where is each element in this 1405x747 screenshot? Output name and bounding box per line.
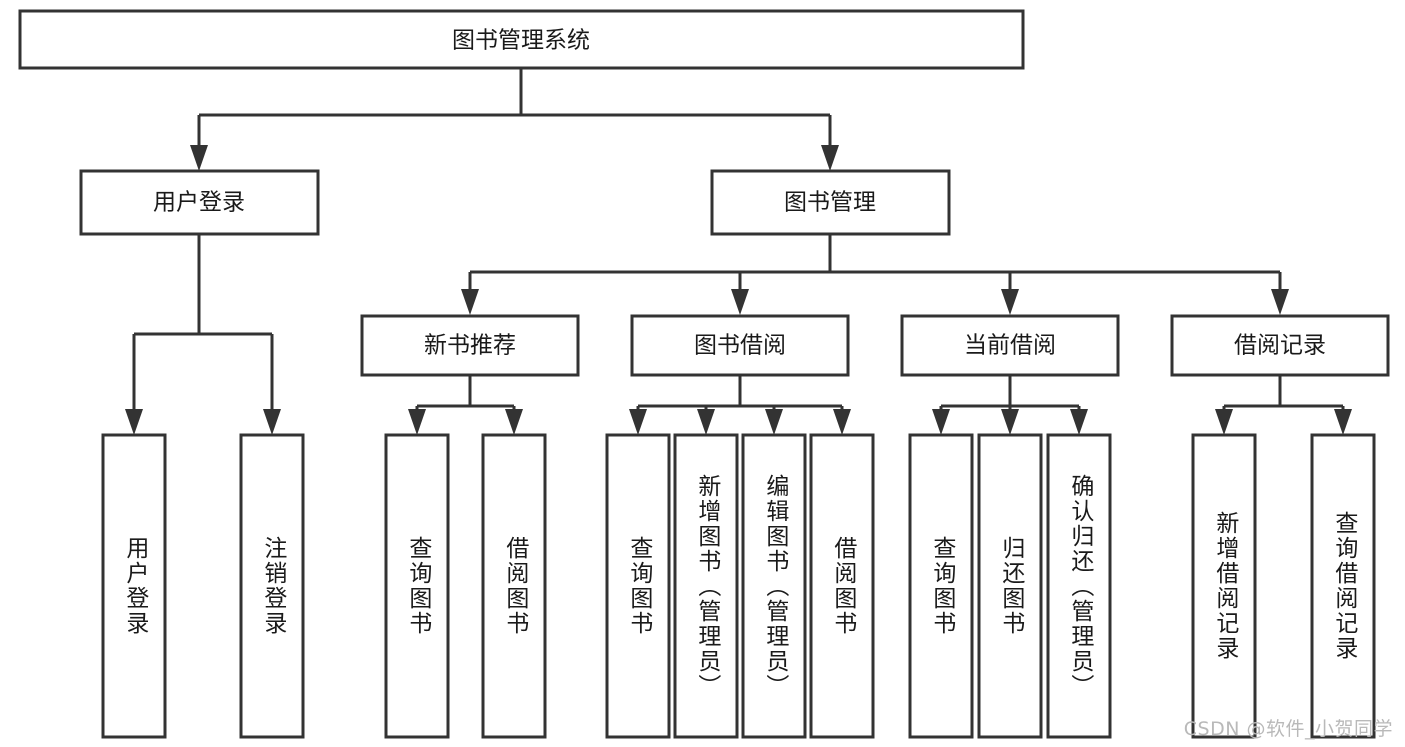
node-book-borrow-box[interactable]: [630, 314, 850, 377]
arrow-leaf-query-book-3: [932, 409, 950, 435]
node-root-box[interactable]: [18, 9, 1025, 70]
arrow-leaf-borrow-book-1: [505, 409, 523, 435]
node-book-manage-label: 图书管理: [784, 190, 876, 216]
node-new-book-recommend-label: 新书推荐: [424, 333, 516, 359]
arrow-book-borrow: [731, 289, 749, 315]
arrow-leaf-user-logout: [263, 409, 281, 435]
arrow-new-book-recommend: [461, 289, 479, 315]
node-new-book-recommend-box[interactable]: [360, 314, 580, 377]
node-root[interactable]: 图书管理系统: [18, 9, 1025, 70]
leaf-box-query-book-1[interactable]: [384, 433, 450, 739]
leaf-box-query-borrow-record[interactable]: [1310, 433, 1376, 739]
leaf-box-confirm-return-admin[interactable]: [1046, 433, 1112, 739]
node-borrow-record-box[interactable]: [1170, 314, 1390, 377]
arrow-user-login: [190, 145, 208, 171]
node-current-borrow[interactable]: 当前借阅: [900, 314, 1120, 377]
leaf-box-edit-book-admin[interactable]: [741, 433, 807, 739]
leaf-box-borrow-book-2[interactable]: [809, 433, 875, 739]
leaf-box-user-logout[interactable]: [239, 433, 305, 739]
arrow-leaf-confirm-return-admin: [1070, 409, 1088, 435]
node-user-login-label: 用户登录: [153, 190, 245, 216]
arrow-leaf-add-book-admin: [697, 409, 715, 435]
node-current-borrow-box[interactable]: [900, 314, 1120, 377]
leaf-box-add-borrow-record[interactable]: [1191, 433, 1257, 739]
arrow-leaf-user-login: [125, 409, 143, 435]
arrow-current-borrow: [1001, 289, 1019, 315]
node-borrow-record[interactable]: 借阅记录: [1170, 314, 1390, 377]
arrow-leaf-query-book-1: [408, 409, 426, 435]
leaf-box-query-book-2[interactable]: [605, 433, 671, 739]
leaf-box-return-book[interactable]: [977, 433, 1043, 739]
node-new-book-recommend[interactable]: 新书推荐: [360, 314, 580, 377]
arrow-borrow-record: [1271, 289, 1289, 315]
arrow-leaf-borrow-book-2: [833, 409, 851, 435]
leaf-box-borrow-book-1[interactable]: [481, 433, 547, 739]
leaf-box-user-login[interactable]: [101, 433, 167, 739]
arrow-leaf-query-book-2: [629, 409, 647, 435]
node-root-label: 图书管理系统: [452, 28, 590, 54]
leaf-box-add-book-admin[interactable]: [673, 433, 739, 739]
node-book-borrow-label: 图书借阅: [694, 333, 786, 359]
arrow-leaf-edit-book-admin: [765, 409, 783, 435]
node-book-borrow[interactable]: 图书借阅: [630, 314, 850, 377]
leaf-box-query-book-3[interactable]: [908, 433, 974, 739]
arrow-leaf-query-borrow-record: [1334, 409, 1352, 435]
node-user-login[interactable]: 用户登录: [79, 169, 320, 236]
arrow-leaf-return-book: [1001, 409, 1019, 435]
node-book-manage-box[interactable]: [710, 169, 951, 236]
arrow-book-manage: [821, 145, 839, 171]
node-current-borrow-label: 当前借阅: [964, 333, 1056, 359]
csdn-watermark: CSDN @软件_小贺同学: [1183, 718, 1393, 740]
arrow-leaf-add-borrow-record: [1215, 409, 1233, 435]
node-borrow-record-label: 借阅记录: [1234, 333, 1326, 359]
node-book-manage[interactable]: 图书管理: [710, 169, 951, 236]
